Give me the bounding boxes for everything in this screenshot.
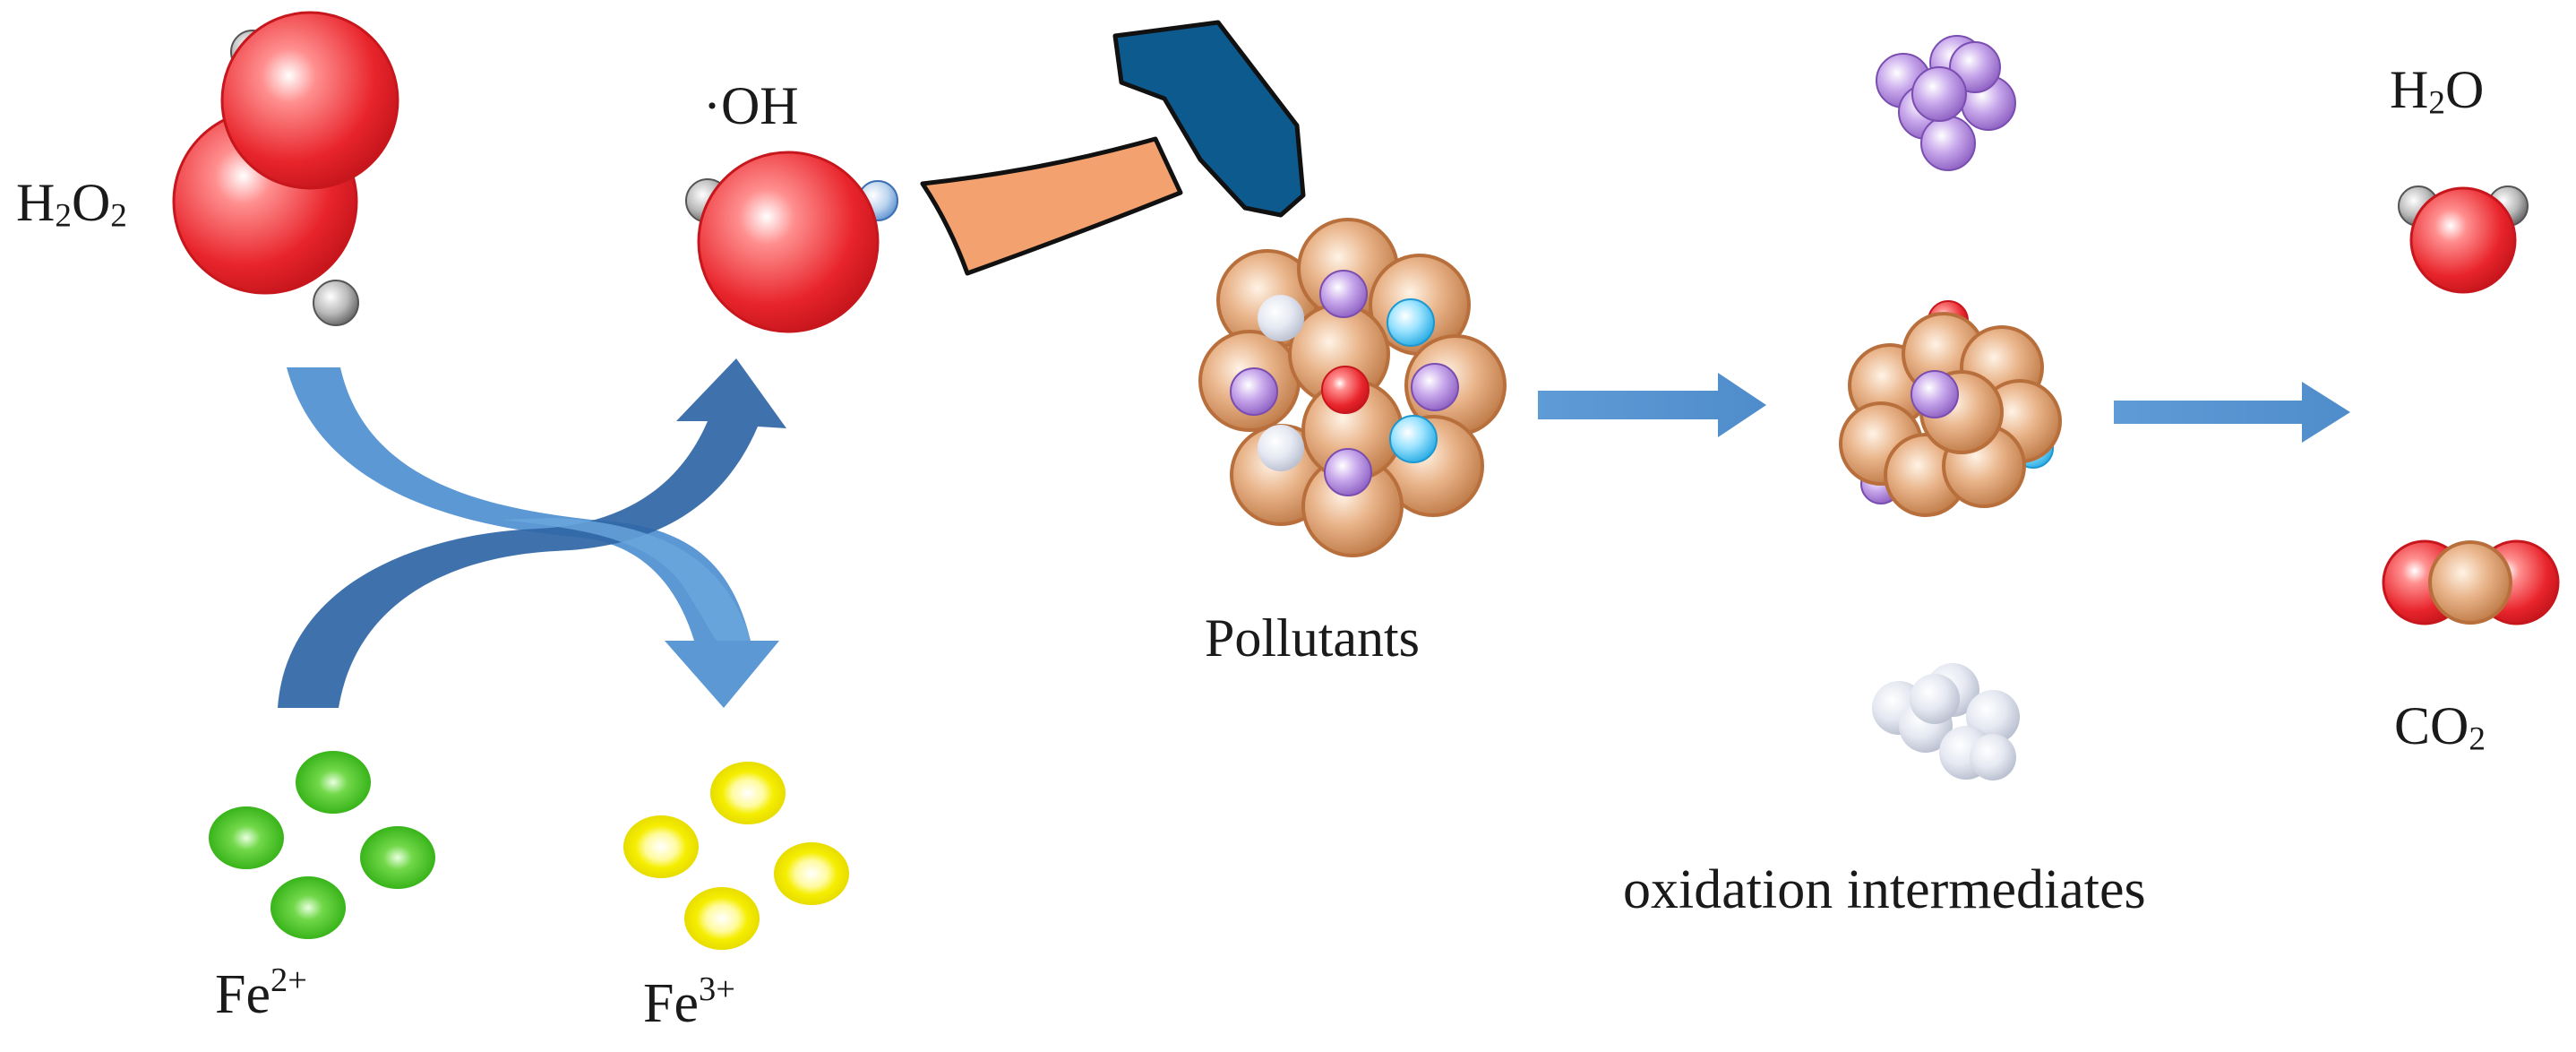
hydroxyl-radical-label: ·OH — [703, 76, 799, 135]
fe3-ions — [623, 762, 849, 950]
pollutants-cluster — [1198, 218, 1507, 557]
hydroxyl-radical — [685, 151, 898, 333]
fe2-label: Fe2+ — [215, 961, 307, 1025]
arrow-intermediates-to-products — [2114, 382, 2350, 443]
arrow-pollutants-to-intermediates — [1538, 373, 1766, 437]
fe2-ions — [209, 751, 435, 939]
fenton-cycle-arrows — [278, 358, 786, 708]
fe3-label: Fe3+ — [643, 970, 735, 1034]
pollutants-label: Pollutants — [1205, 608, 1421, 668]
hammer-icon — [920, 20, 1306, 276]
co2-label: CO2 — [2394, 696, 2486, 758]
carbon-dioxide-molecule — [2382, 539, 2560, 625]
oxidation-intermediates-label: oxidation intermediates — [1623, 859, 2146, 920]
purple-intermediate — [1876, 35, 2016, 171]
h2o-label: H2O — [2390, 60, 2485, 122]
h2o2-molecule — [172, 11, 399, 326]
brown-intermediate — [1839, 300, 2062, 517]
silver-intermediate — [1872, 663, 2020, 780]
h2o2-label: H2O2 — [16, 173, 127, 235]
water-molecule — [2398, 185, 2529, 294]
